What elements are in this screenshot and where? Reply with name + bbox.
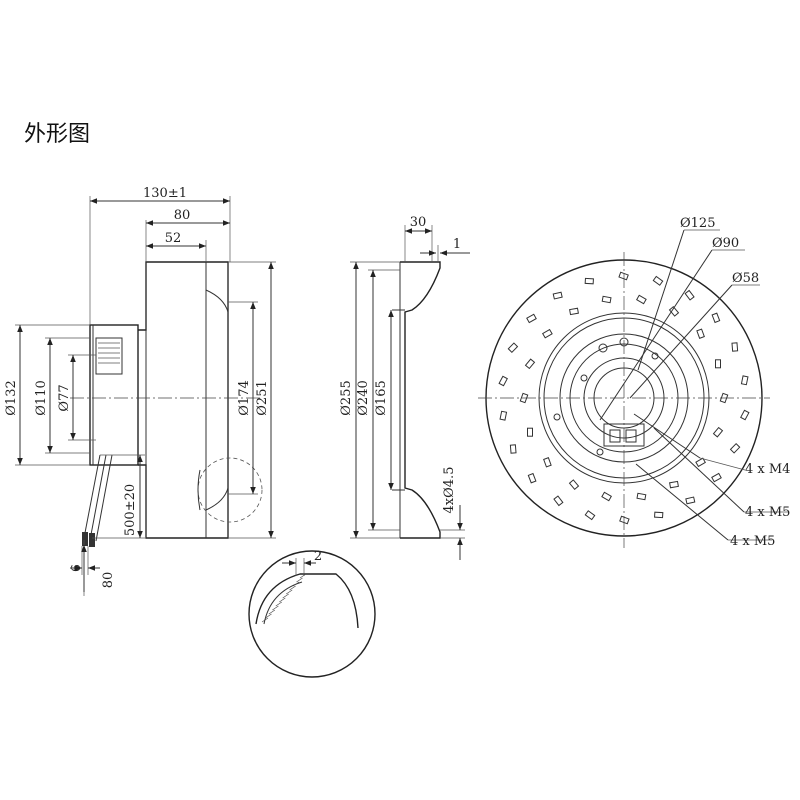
dia-125: Ø125 <box>680 216 715 231</box>
blade-slot <box>527 427 533 437</box>
blade-slot <box>652 275 664 286</box>
dia-174: Ø174 <box>237 380 252 415</box>
connector-block <box>603 423 645 447</box>
blade-slot <box>654 511 664 519</box>
blade-slot <box>669 480 679 489</box>
terminal-box <box>95 337 123 375</box>
blade-slot <box>569 307 579 316</box>
blade-slot <box>524 358 536 370</box>
blade-slot <box>527 472 537 484</box>
blade-slot <box>715 359 721 369</box>
blade-slot <box>601 295 612 304</box>
front-view: Ø125 Ø90 Ø58 4 x M4 4 x M5 4 x M5 <box>478 216 790 549</box>
blade-slot <box>542 328 553 339</box>
blade-slot <box>543 457 552 468</box>
blade-slot <box>507 342 519 354</box>
impeller-body <box>138 261 229 539</box>
side-view: 130±1 80 52 Ø132 Ø110 Ø77 Ø174 Ø251 500±… <box>4 186 276 596</box>
blade-slot <box>553 495 564 507</box>
motor-flange <box>89 324 139 466</box>
dia-58: Ø58 <box>732 271 759 286</box>
hatch-line <box>265 613 272 619</box>
hatch-line <box>292 581 300 587</box>
blade-slot <box>684 289 695 301</box>
dim-overall-width: 130±1 <box>143 186 187 201</box>
dim-6: 6 <box>69 564 83 572</box>
blade-slot <box>712 426 724 438</box>
hatch-line <box>286 589 293 595</box>
blade-slot <box>636 294 647 305</box>
dim-2: 2 <box>314 549 322 564</box>
blade-slot <box>636 492 647 501</box>
holes-label: 4xØ4.5 <box>442 467 457 514</box>
blade-slot <box>568 479 580 490</box>
blade-slot <box>619 515 630 525</box>
blade-slot <box>685 496 696 505</box>
blade-slot <box>731 342 739 352</box>
ring-section <box>400 261 441 539</box>
hatch-line <box>261 617 269 623</box>
blade-slot <box>668 306 680 317</box>
blade-slot <box>498 375 508 387</box>
blade-slot <box>601 491 612 502</box>
dia-255: Ø255 <box>339 380 354 415</box>
hatch-line <box>296 577 303 583</box>
blade-slot <box>696 328 705 339</box>
thread-m4: 4 x M4 <box>745 462 790 477</box>
page-title: 外形图 <box>24 122 91 147</box>
blade-slot <box>740 409 750 421</box>
dia-90: Ø90 <box>712 236 739 251</box>
hatch-line <box>272 605 279 611</box>
blade-slot <box>526 313 537 324</box>
hatch-line <box>289 585 296 591</box>
section-view: 30 1 Ø255 Ø240 Ø165 4xØ4.5 <box>339 215 470 560</box>
blade-slot <box>618 271 629 281</box>
detail-hatch <box>261 573 307 623</box>
hatch-line <box>268 609 276 615</box>
blade-slot <box>729 442 741 454</box>
dia-251: Ø251 <box>255 380 270 415</box>
blade-slot <box>552 291 563 300</box>
dim-52: 52 <box>165 231 182 246</box>
detail-circle <box>248 550 376 678</box>
hatch-line <box>279 597 286 603</box>
dia-132: Ø132 <box>4 380 19 415</box>
blade-slot <box>740 375 749 386</box>
hatch-line <box>282 593 289 599</box>
hatch-line <box>299 573 307 579</box>
blade-slot <box>499 410 508 421</box>
thread-m5-b: 4 x M5 <box>730 534 775 549</box>
blade-slot <box>695 457 706 468</box>
dia-77: Ø77 <box>57 384 72 411</box>
blade-slot <box>711 472 722 483</box>
dim-80: 80 <box>174 208 191 223</box>
blade-slot <box>584 277 594 285</box>
dim-1: 1 <box>453 237 461 252</box>
dim-30: 30 <box>410 215 427 230</box>
detail-view: 2 <box>248 549 376 678</box>
cable-end <box>82 532 88 546</box>
dia-165: Ø165 <box>374 380 389 415</box>
thread-m5-a: 4 x M5 <box>745 505 790 520</box>
cable-length: 500±20 <box>123 484 138 536</box>
blade-slot <box>584 510 596 521</box>
blade-slot <box>519 392 529 404</box>
blade-slot <box>711 312 721 324</box>
dia-240: Ø240 <box>356 380 371 415</box>
dim-80-cable: 80 <box>101 572 116 589</box>
dia-110: Ø110 <box>34 380 49 415</box>
blade-slot <box>719 392 729 404</box>
hatch-line <box>275 601 282 607</box>
blade-slot <box>509 444 517 454</box>
blade-slots <box>498 271 750 525</box>
